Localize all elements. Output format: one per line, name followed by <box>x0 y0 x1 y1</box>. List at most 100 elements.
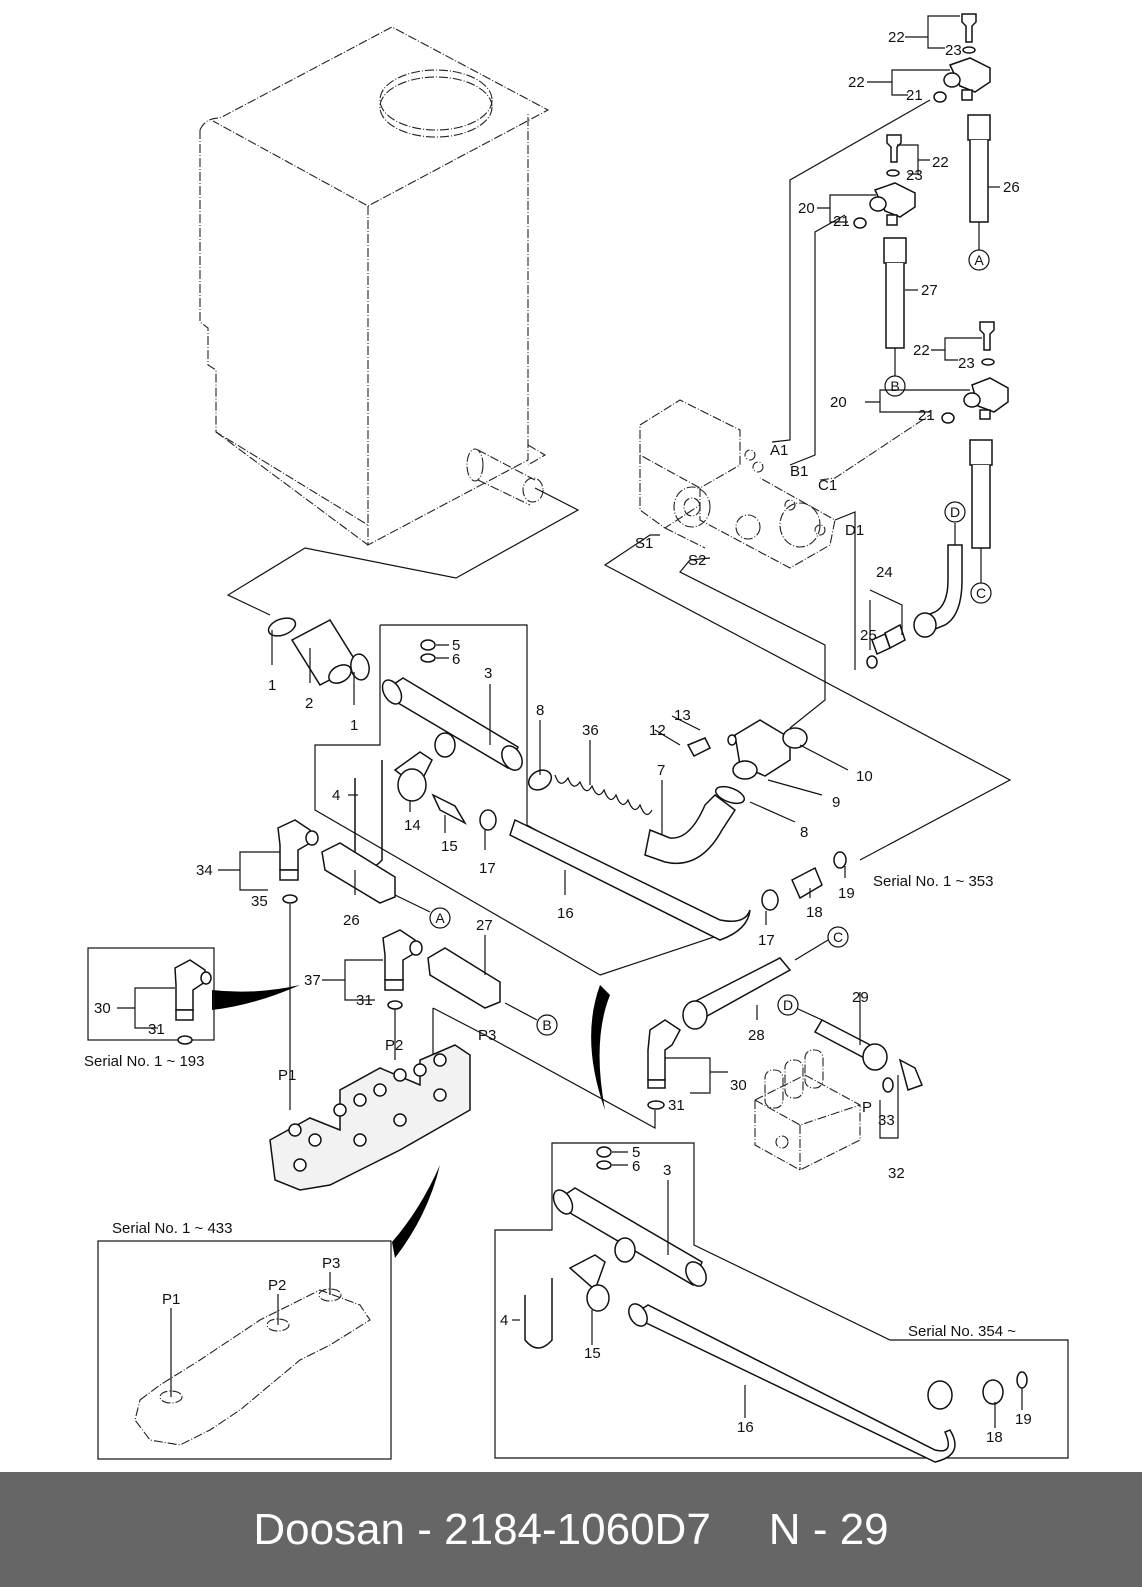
callout-31: 31 <box>148 1021 165 1038</box>
callout-36: 36 <box>582 722 599 739</box>
port-b1: B1 <box>790 463 808 480</box>
callout-10: 10 <box>856 768 873 785</box>
footer-brand: Doosan <box>253 1504 405 1554</box>
callout-37: 37 <box>304 972 321 989</box>
footer-page-number: 29 <box>839 1504 889 1554</box>
suction-assembly-upper <box>267 617 722 976</box>
callout-31: 31 <box>668 1097 685 1114</box>
callout-21: 21 <box>906 87 923 104</box>
callout-7: 7 <box>657 762 665 779</box>
inset-serial-193 <box>87 947 215 1045</box>
callout-22: 22 <box>888 29 905 46</box>
callout-4: 4 <box>500 1312 508 1329</box>
inset-serial-433 <box>97 1240 392 1460</box>
callout-23: 23 <box>945 42 962 59</box>
callout-19: 19 <box>838 885 855 902</box>
port-p2: P2 <box>385 1037 403 1054</box>
footer-separator: - <box>417 1504 432 1554</box>
leader-tank-outlet <box>226 487 580 616</box>
connector-ref-C-top: C <box>970 548 992 604</box>
callout-3: 3 <box>663 1162 671 1179</box>
callout-21: 21 <box>918 407 935 424</box>
leader-s2 <box>679 557 826 729</box>
callout-5: 5 <box>452 637 460 654</box>
port-d1: D1 <box>845 522 864 539</box>
callout-1: 1 <box>268 677 276 694</box>
port-s2: S2 <box>688 552 706 569</box>
connector-ref-B-top: B <box>884 348 906 397</box>
callout-15: 15 <box>584 1345 601 1362</box>
hydraulic-tank <box>199 26 550 546</box>
callout-34: 34 <box>196 862 213 879</box>
callout-20: 20 <box>830 394 847 411</box>
svg-text:C: C <box>976 585 986 601</box>
callout-1: 1 <box>350 717 358 734</box>
leader-s1 <box>603 534 1012 861</box>
return-hose-assembly <box>509 719 847 941</box>
callout-29: 29 <box>852 989 869 1006</box>
footer-space <box>432 1505 444 1555</box>
connector-ref-D-low: D <box>777 994 823 1021</box>
serial-note-433: Serial No. 1 ~ 433 <box>112 1220 233 1237</box>
callout-30: 30 <box>730 1077 747 1094</box>
serial-note-193: Serial No. 1 ~ 193 <box>84 1053 205 1070</box>
callout-28: 28 <box>748 1027 765 1044</box>
callout-13: 13 <box>674 707 691 724</box>
footer-space-2 <box>801 1505 813 1555</box>
callout-20: 20 <box>798 200 815 217</box>
callout-33: 33 <box>878 1112 895 1129</box>
port-c1: C1 <box>818 477 837 494</box>
callout-27: 27 <box>921 282 938 299</box>
callout-8: 8 <box>536 702 544 719</box>
callout-labels: 22 23 22 21 22 23 26 20 21 27 22 23 20 2… <box>94 29 1032 1446</box>
port-s1: S1 <box>635 535 653 552</box>
svg-text:D: D <box>783 997 793 1013</box>
callout-25: 25 <box>860 627 877 644</box>
callout-26: 26 <box>343 912 360 929</box>
callout-23: 23 <box>958 355 975 372</box>
callout-32: 32 <box>888 1165 905 1182</box>
callout-22: 22 <box>848 74 865 91</box>
callout-19: 19 <box>1015 1411 1032 1428</box>
svg-text:A: A <box>974 252 984 268</box>
callout-30: 30 <box>94 1000 111 1017</box>
callout-22: 22 <box>913 342 930 359</box>
inset-port-p1: P1 <box>162 1291 180 1308</box>
serial-note-353: Serial No. 1 ~ 353 <box>873 873 994 890</box>
svg-text:B: B <box>542 1017 551 1033</box>
inset-port-p3: P3 <box>322 1255 340 1272</box>
serial-notes: Serial No. 1 ~ 193 Serial No. 1 ~ 353 Se… <box>84 873 1016 1340</box>
footer-banner: Doosan - 2184-1060D7 N - 29 <box>0 1472 1142 1587</box>
port-p1: P1 <box>278 1067 296 1084</box>
callout-14: 14 <box>404 817 421 834</box>
port-labels: A1 B1 C1 D1 S1 S2 P P1 P2 P3 P1 P2 P3 <box>162 442 872 1308</box>
hydraulic-pump <box>639 399 836 569</box>
callout-18: 18 <box>806 904 823 921</box>
connector-ref-D-top: D <box>944 501 966 545</box>
callout-9: 9 <box>832 794 840 811</box>
callout-4: 4 <box>332 787 340 804</box>
callout-17: 17 <box>758 932 775 949</box>
port-p: P <box>862 1099 872 1116</box>
callout-16: 16 <box>557 905 574 922</box>
leader-a1 <box>771 99 931 443</box>
port-p3: P3 <box>478 1027 496 1044</box>
svg-text:D: D <box>950 504 960 520</box>
callout-35: 35 <box>251 893 268 910</box>
svg-text:A: A <box>435 910 445 926</box>
connector-ref-A-top: A <box>968 222 990 271</box>
callout-12: 12 <box>649 722 666 739</box>
port-a1: A1 <box>770 442 788 459</box>
pointer-arrow-193 <box>212 985 300 1010</box>
parts-diagram: A B C D A B C D <box>84 13 1069 1463</box>
control-valve-fittings <box>277 819 656 1130</box>
callout-26: 26 <box>1003 179 1020 196</box>
footer-page-prefix: N <box>768 1504 801 1554</box>
callout-22: 22 <box>932 154 949 171</box>
footer-space-3 <box>827 1505 839 1555</box>
svg-text:B: B <box>890 378 899 394</box>
footer-sep <box>405 1505 417 1555</box>
inset-port-p2: P2 <box>268 1277 286 1294</box>
callout-17: 17 <box>479 860 496 877</box>
callout-leaders <box>117 15 1023 1428</box>
